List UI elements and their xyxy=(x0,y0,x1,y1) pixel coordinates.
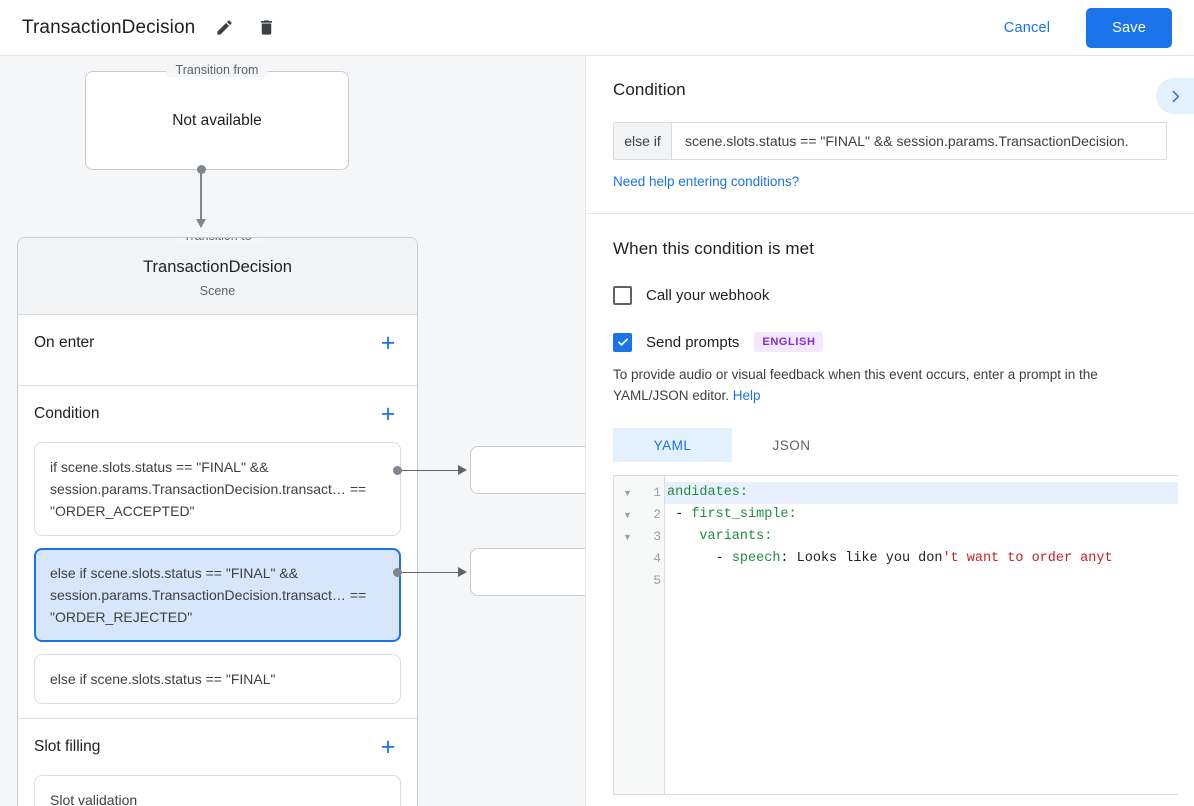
target-node-rejected[interactable] xyxy=(470,548,585,596)
scene-header: TransactionDecision Scene xyxy=(18,238,417,315)
add-condition-button[interactable]: + xyxy=(380,399,396,428)
collapse-panel-button[interactable] xyxy=(1156,78,1194,114)
edge-arrow-accepted xyxy=(458,464,467,475)
send-prompts-row[interactable]: Send prompts ENGLISH xyxy=(613,332,1167,352)
when-condition-heading: When this condition is met xyxy=(613,239,815,258)
detail-panel: Condition else if Need help entering con… xyxy=(585,56,1194,806)
condition-prefix-label: else if xyxy=(614,123,672,159)
fold-toggle-icon xyxy=(614,570,641,592)
line-number: 1 xyxy=(653,485,661,500)
prompts-hint-text: To provide audio or visual feedback when… xyxy=(613,367,1098,403)
line-number: 5 xyxy=(653,573,661,588)
fold-toggle-icon[interactable]: ▼ xyxy=(623,488,632,498)
condition-help-link[interactable]: Need help entering conditions? xyxy=(613,174,800,189)
line-number: 3 xyxy=(653,529,661,544)
webhook-row[interactable]: Call your webhook xyxy=(613,286,1167,305)
condition-input-row[interactable]: else if xyxy=(613,122,1167,160)
edit-name-button[interactable] xyxy=(209,13,239,43)
add-on-enter-button[interactable]: + xyxy=(380,328,396,357)
code-token: 't want to order anyt xyxy=(942,551,1113,566)
checkmark-icon xyxy=(617,338,628,346)
condition-expression-input[interactable] xyxy=(672,123,1166,159)
editor-fold-gutter[interactable]: ▼ ▼ ▼ xyxy=(614,476,641,794)
section-slot-filling-title: Slot filling xyxy=(34,738,101,755)
transition-to-legend: Transition to xyxy=(174,238,261,243)
fold-toggle-icon xyxy=(614,548,641,570)
when-condition-met-section: When this condition is met Call your web… xyxy=(586,214,1194,795)
scene-name: TransactionDecision xyxy=(143,258,292,276)
transition-from-card[interactable]: Transition from Not available xyxy=(85,63,349,170)
section-condition: Condition + if scene.slots.status == "FI… xyxy=(18,386,417,719)
code-token: : Looks like you don xyxy=(780,551,943,566)
connector-line xyxy=(200,169,202,221)
scene-graph-canvas[interactable]: Transition from Not available Transition… xyxy=(0,56,585,806)
call-webhook-label: Call your webhook xyxy=(646,287,770,304)
add-slot-filling-button[interactable]: + xyxy=(380,732,396,761)
edge-dot-accepted xyxy=(393,465,402,475)
fold-toggle-icon[interactable]: ▼ xyxy=(623,510,632,520)
code-token: variants: xyxy=(699,529,773,544)
section-slot-filling-header: Slot filling + xyxy=(34,719,401,775)
send-prompts-checkbox[interactable] xyxy=(613,332,632,352)
target-node-accepted[interactable] xyxy=(470,446,585,494)
edge-arrow-rejected xyxy=(458,566,467,577)
connector-arrow xyxy=(195,219,206,228)
code-token: - xyxy=(667,551,732,566)
send-prompts-label: Send prompts xyxy=(646,333,740,351)
app-header: TransactionDecision Cancel Save xyxy=(0,0,1194,56)
prompts-help-link[interactable]: Help xyxy=(732,388,761,403)
editor-format-tabs: YAML JSON xyxy=(613,428,1167,462)
condition-item-accepted[interactable]: if scene.slots.status == "FINAL" && sess… xyxy=(34,442,401,536)
delete-button[interactable] xyxy=(251,13,281,43)
page-title: TransactionDecision xyxy=(22,16,196,38)
condition-heading: Condition xyxy=(613,80,686,99)
code-token: first_simple: xyxy=(691,507,797,522)
transition-from-value: Not available xyxy=(172,111,262,129)
code-token xyxy=(667,529,699,544)
editor-line-numbers: 1 2 3 4 5 xyxy=(641,476,665,794)
prompts-hint: To provide audio or visual feedback when… xyxy=(613,364,1167,406)
edge-line-rejected xyxy=(398,571,461,573)
condition-editor-section: Condition else if Need help entering con… xyxy=(586,56,1194,213)
code-line[interactable]: variants: xyxy=(665,526,1178,548)
trash-icon xyxy=(260,20,272,35)
code-token: - xyxy=(667,507,692,522)
panel-divider xyxy=(586,213,1194,214)
chevron-right-icon xyxy=(1172,90,1179,102)
call-webhook-checkbox[interactable] xyxy=(613,286,632,305)
code-line[interactable]: - speech: Looks like you don't want to o… xyxy=(665,548,1178,570)
pencil-icon xyxy=(217,20,232,35)
section-on-enter-header: On enter + xyxy=(34,315,401,371)
slot-validation-item[interactable]: Slot validation xyxy=(34,775,401,806)
tab-yaml[interactable]: YAML xyxy=(613,428,732,462)
code-token: speech xyxy=(731,551,781,566)
code-editor[interactable]: ▼ ▼ ▼ 1 2 3 4 5 andidates: - first_simple: var… xyxy=(613,475,1178,795)
language-badge: ENGLISH xyxy=(754,332,824,352)
editor-code-area[interactable]: andidates: - first_simple: variants: - s… xyxy=(665,476,1178,794)
edge-dot-rejected xyxy=(393,567,402,577)
section-slot-filling: Slot filling + Slot validation xyxy=(18,719,417,806)
line-number: 2 xyxy=(653,507,661,522)
edge-line-accepted xyxy=(398,469,461,471)
code-line[interactable]: - first_simple: xyxy=(665,504,1178,526)
section-on-enter: On enter + xyxy=(18,315,417,386)
code-line[interactable] xyxy=(665,570,1178,592)
transition-from-legend: Transition from xyxy=(166,63,268,77)
cancel-button[interactable]: Cancel xyxy=(990,11,1064,45)
code-line[interactable]: andidates: xyxy=(665,482,1178,504)
section-on-enter-title: On enter xyxy=(34,334,95,351)
condition-item-final[interactable]: else if scene.slots.status == "FINAL" xyxy=(34,654,401,704)
save-button[interactable]: Save xyxy=(1086,7,1172,48)
line-number: 4 xyxy=(653,551,661,566)
condition-item-rejected[interactable]: else if scene.slots.status == "FINAL" &&… xyxy=(34,548,401,642)
section-condition-header: Condition + xyxy=(34,386,401,442)
transition-to-card[interactable]: Transition to TransactionDecision Scene … xyxy=(17,237,418,806)
code-token: andidates: xyxy=(667,485,749,500)
fold-toggle-icon[interactable]: ▼ xyxy=(623,532,632,542)
tab-json[interactable]: JSON xyxy=(772,437,811,453)
scene-type: Scene xyxy=(199,284,236,298)
section-condition-title: Condition xyxy=(34,405,100,422)
